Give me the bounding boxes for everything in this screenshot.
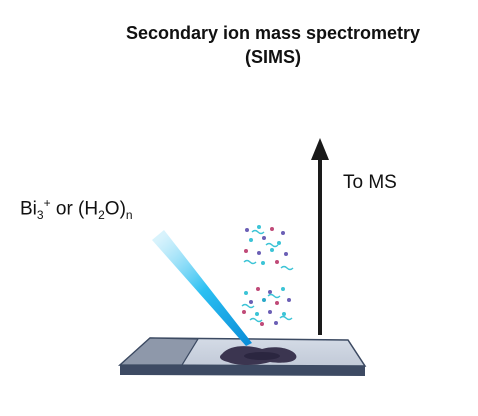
- secondary-ion-cloud-lower: [241, 287, 293, 326]
- slide-label-area: [118, 337, 200, 366]
- water-subscript: 2: [98, 208, 105, 223]
- secondary-ion-cloud-upper: [243, 225, 294, 271]
- primary-ion-beam: [152, 230, 252, 346]
- bismuth-subscript: 3: [36, 208, 44, 223]
- diagram-title: Secondary ion mass spectrometry: [125, 23, 421, 43]
- arrow-up-icon: [311, 138, 329, 335]
- sample-spot: [220, 346, 297, 365]
- water-cluster-prefix: or (H: [50, 198, 99, 220]
- primary-ion-label: Bi3+ or (H2O)n: [20, 196, 133, 222]
- water-cluster-suffix: O): [104, 198, 126, 220]
- bismuth-symbol: Bi: [20, 198, 37, 220]
- bismuth-charge: +: [43, 196, 51, 210]
- diagram-title-abbreviation: (SIMS): [245, 47, 301, 67]
- water-cluster-n: n: [125, 208, 133, 223]
- to-ms-label: To MS: [343, 172, 397, 193]
